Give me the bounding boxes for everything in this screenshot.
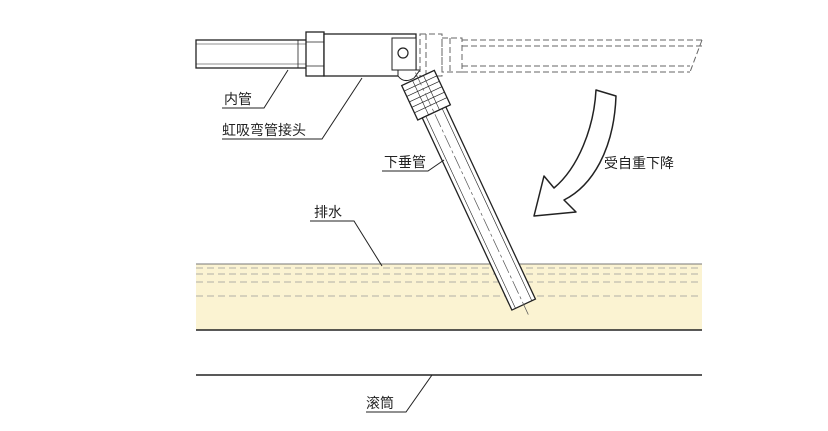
label-drum: 滚筒 xyxy=(366,395,394,412)
label-drop-tube: 下垂管 xyxy=(384,155,426,171)
gravity-arrow-icon xyxy=(533,89,617,217)
siphon-elbow-joint xyxy=(305,31,421,82)
water-layer xyxy=(196,263,702,331)
tube-upper-position-dashed xyxy=(419,33,703,77)
drop-tube xyxy=(400,69,537,318)
label-siphon-joint: 虹吸弯管接头 xyxy=(222,122,306,139)
label-inner-tube: 内管 xyxy=(224,92,252,108)
inner-tube xyxy=(195,39,309,69)
label-gravity-drop: 受自重下降 xyxy=(604,156,674,172)
label-drain-water: 排水 xyxy=(314,205,342,221)
leader-lines xyxy=(222,69,445,413)
